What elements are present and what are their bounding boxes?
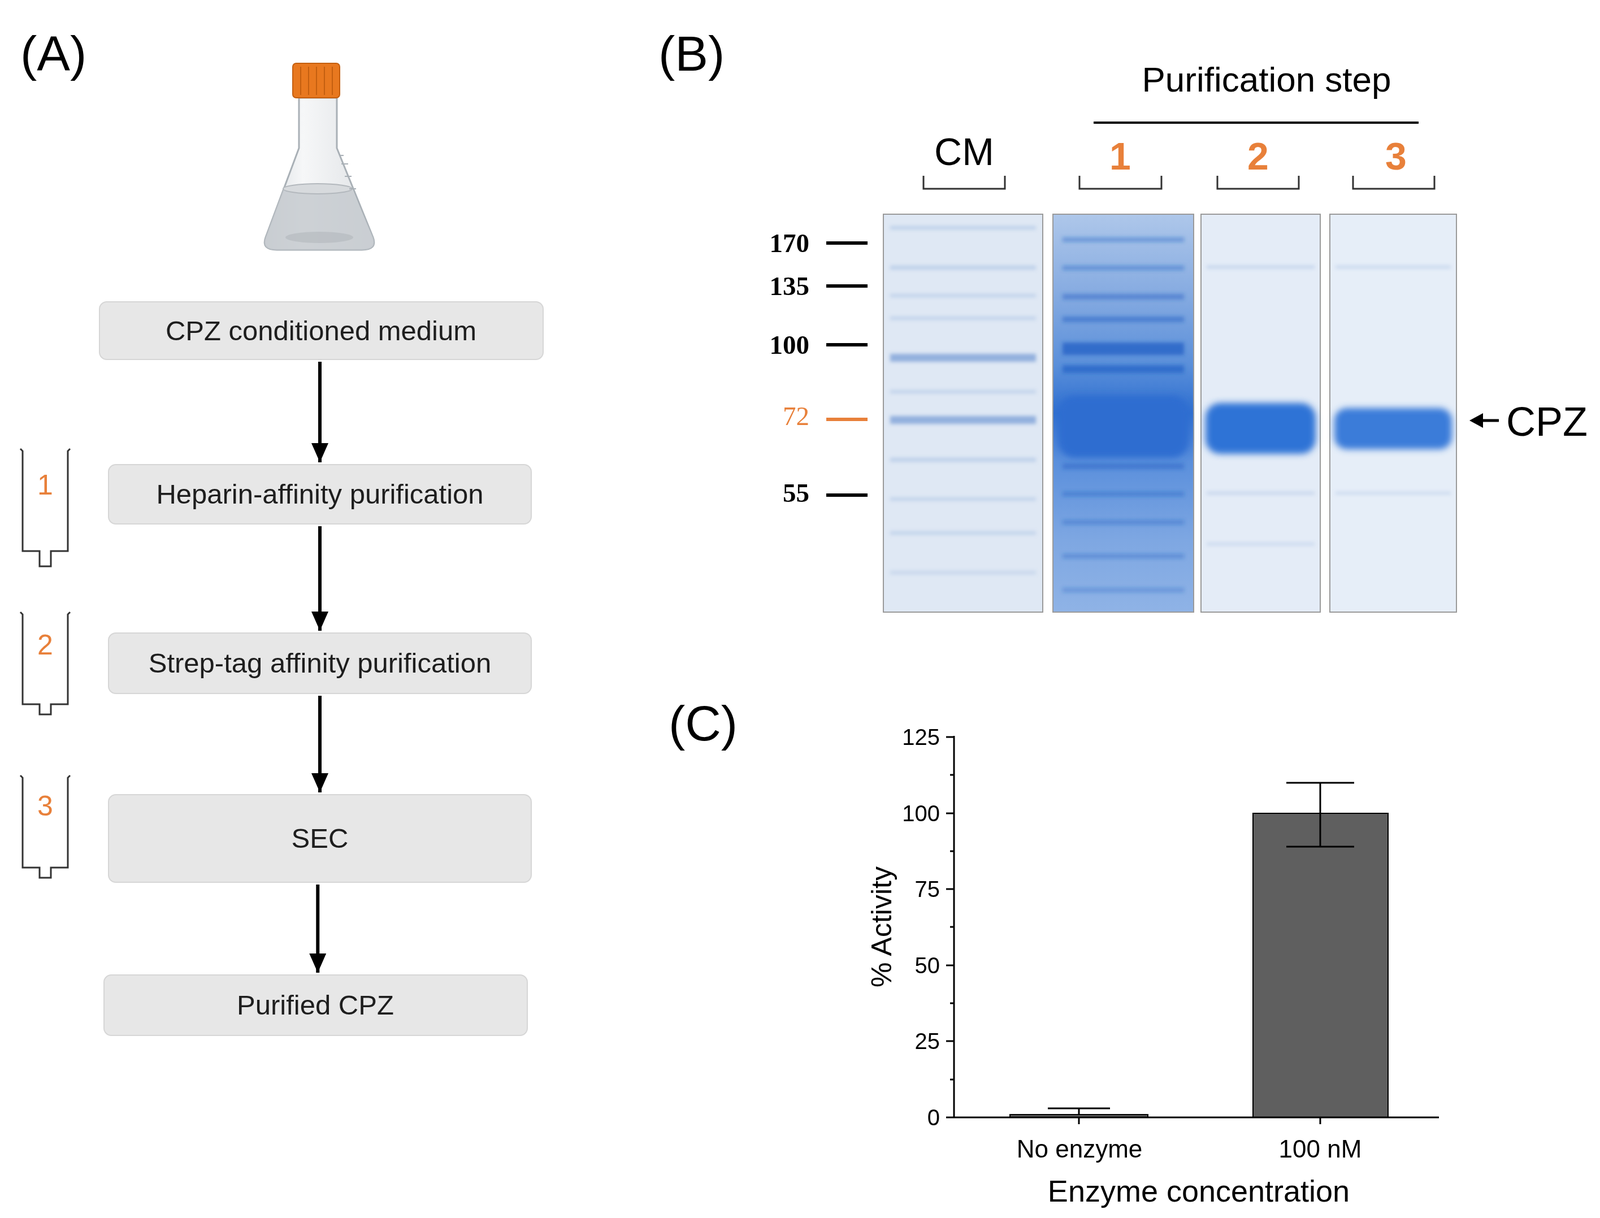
callout-number: 1 — [37, 470, 54, 500]
flow-arrow — [318, 526, 322, 631]
process-box: Strep-tag affinity purification — [107, 632, 532, 695]
axis-tick-label: 75 — [915, 877, 941, 901]
callout-number: 3 — [37, 791, 54, 821]
lane-label: CM — [934, 132, 995, 171]
axis-tick-label: 50 — [915, 954, 941, 977]
bar-chart — [946, 735, 1439, 1125]
axis-tick-label: 125 — [902, 725, 940, 749]
column-icon — [20, 448, 71, 878]
mw-marker: 135 — [769, 272, 810, 300]
axis-tick-label: 0 — [927, 1106, 940, 1129]
flow-arrow — [318, 361, 322, 463]
lane-label: 1 — [1109, 136, 1131, 176]
process-box: Heparin-affinity purification — [107, 464, 532, 525]
process-box: SEC — [107, 794, 532, 883]
callout-number: 2 — [37, 630, 54, 659]
box-label: Heparin-affinity purification — [155, 478, 484, 510]
panel-letter: (C) — [668, 698, 738, 749]
box-label: Strep-tag affinity purification — [148, 647, 492, 679]
flask-icon — [264, 63, 375, 250]
panel-letter: (B) — [658, 28, 725, 79]
axis-tick-label: 100 — [902, 801, 940, 825]
band-label: CPZ — [1506, 401, 1588, 442]
box-label: Purified CPZ — [236, 989, 394, 1021]
flow-arrow — [318, 695, 322, 793]
lane-label: 3 — [1385, 136, 1407, 176]
flow-arrow — [315, 884, 320, 973]
lane-label: 2 — [1247, 136, 1269, 176]
axis-title: % Activity — [867, 866, 896, 988]
axis-tick-label: 25 — [915, 1029, 941, 1053]
category-label: No enzyme — [1016, 1136, 1143, 1162]
mw-marker: 170 — [769, 230, 810, 257]
lane-bracket — [923, 175, 1435, 189]
header-rule — [1093, 121, 1419, 124]
band-pointer — [1469, 413, 1499, 428]
mw-marker: 100 — [769, 331, 810, 359]
gel-lane — [883, 214, 1457, 613]
panel-letter: (A) — [20, 28, 87, 79]
box-label: SEC — [291, 822, 349, 854]
box-label: CPZ conditioned medium — [165, 314, 477, 347]
axis-title: Enzyme concentration — [1047, 1175, 1350, 1207]
process-box: CPZ conditioned medium — [98, 301, 544, 361]
mw-marker: 72 — [782, 402, 810, 430]
process-box: Purified CPZ — [103, 974, 528, 1036]
mw-marker: 55 — [782, 479, 810, 507]
category-label: 100 nM — [1278, 1136, 1363, 1162]
marker-tick — [826, 243, 868, 496]
group-header: Purification step — [1141, 62, 1391, 98]
